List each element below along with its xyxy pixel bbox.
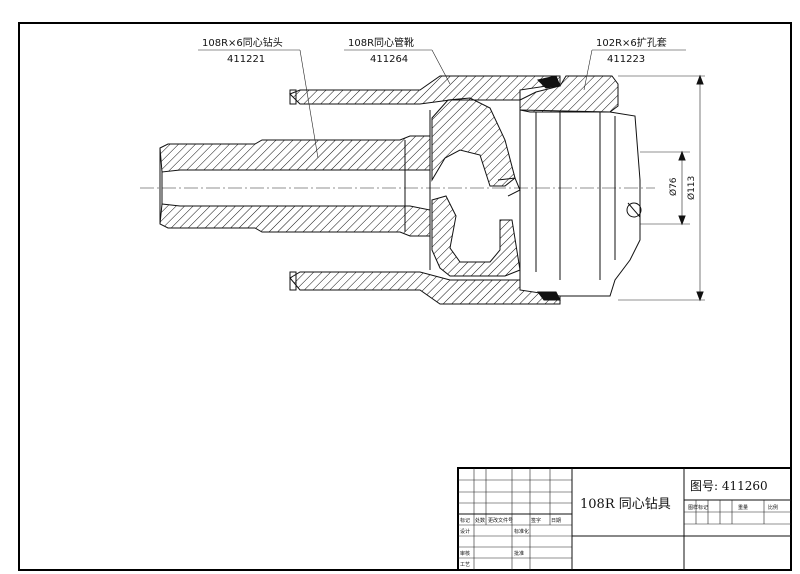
tb-scale: 比例 [768, 504, 778, 511]
drill-bit-code: 411221 [227, 54, 265, 65]
label-casing-shoe: 108R同心管靴 411264 [344, 36, 451, 85]
tb-date: 日期 [551, 518, 561, 524]
label-reamer-sleeve: 102R×6扩孔套 411223 [583, 36, 686, 91]
drill-bit-head-lower [431, 195, 521, 277]
drawing-number: 图号: 411260 [690, 479, 768, 493]
seal-ring-lower [537, 291, 561, 301]
title-block: 标记 处数 更改文件号 签字 日期 设计 标准化 审核 工艺 批准 图样标记 重… [457, 467, 792, 571]
tb-weight: 重量 [738, 504, 748, 511]
side-hole [626, 202, 642, 218]
tb-mark: 标记 [460, 517, 470, 524]
dimension-outer-dia: Ø113 [686, 176, 697, 200]
drill-bit-head-upper [431, 97, 516, 187]
label-drill-bit: 108R×6同心钻头 411221 [198, 36, 319, 159]
drill-assembly [140, 74, 705, 305]
dimension-inner-dia: Ø76 [668, 177, 679, 196]
tb-check: 审核 [460, 550, 470, 557]
tb-approve: 批准 [514, 550, 524, 557]
tb-change-doc: 更改文件号 [488, 517, 513, 524]
casing-shoe-name: 108R同心管靴 [348, 36, 414, 49]
main-body-outline [519, 109, 641, 297]
reamer-sleeve-code: 411223 [607, 54, 645, 65]
reamer-sleeve-name: 102R×6扩孔套 [596, 36, 667, 49]
drill-bit-shank-upper [159, 135, 431, 173]
tb-sign: 签字 [531, 517, 541, 524]
drawing-title: 108R 同心钻具 [580, 497, 671, 512]
drill-bit-shank-lower [159, 203, 431, 237]
tb-design: 设计 [460, 528, 470, 535]
drill-bit-name: 108R×6同心钻头 [202, 36, 283, 49]
reamer-sleeve-upper [519, 75, 619, 113]
casing-shoe-code: 411264 [370, 54, 408, 65]
casing-shoe-upper [289, 75, 561, 105]
drawing-frame [18, 22, 792, 571]
tb-tech: 工艺 [460, 562, 470, 568]
tb-count: 处数 [475, 517, 485, 524]
tb-stage-mark: 图样标记 [688, 504, 708, 511]
tb-standard: 标准化 [514, 528, 529, 535]
